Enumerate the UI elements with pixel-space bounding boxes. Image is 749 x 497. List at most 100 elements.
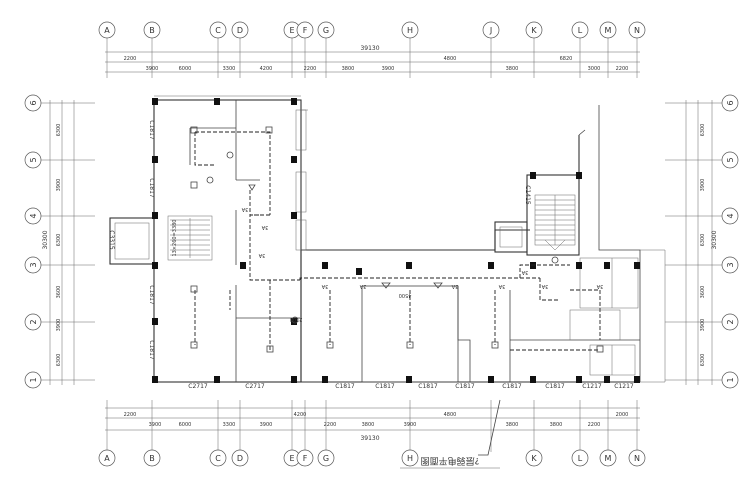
dim-bottom: 3800 (362, 422, 375, 428)
dim-left: 3900 (56, 179, 62, 192)
window-label: C1817 (335, 383, 355, 390)
device-label: 3A (241, 206, 248, 212)
grid-label: N (634, 454, 640, 463)
dim-top: 2200 (616, 66, 629, 72)
dim-top: 4800 (444, 56, 457, 62)
window-label: C2717 (188, 383, 208, 390)
dim-top: 6820 (560, 56, 573, 62)
outlet-icon (190, 126, 198, 134)
dim-total-bottom: 39130 (360, 435, 379, 442)
bottom-axis: 39130 2200 3900 6000 3300 3900 4200 2200… (98, 399, 646, 469)
grid-label: E (289, 454, 294, 463)
outlet-icon (266, 345, 274, 353)
grid-label: D (237, 454, 243, 463)
dim-top: 3800 (506, 66, 519, 72)
grid-label: 4 (29, 213, 38, 218)
device-label: 3A (521, 269, 528, 275)
dim-top: 3300 (223, 66, 236, 72)
grid-label: C (215, 26, 221, 35)
grid-bubble-top: A (98, 21, 116, 39)
right-axis: 30300 6300 3900 6300 3600 3900 6300 6 5 … (665, 94, 739, 389)
grid-label: J (489, 26, 492, 35)
dim-total-top: 39130 (360, 45, 379, 52)
grid-label: B (149, 26, 155, 35)
grid-label: 5 (726, 157, 735, 162)
dim-bottom: 3800 (506, 422, 519, 428)
dim-top: 3900 (382, 66, 395, 72)
grid-bubble-top: J (482, 21, 500, 39)
top-axis: A B C D E F G H J K L M N 39130 2200 390… (98, 21, 646, 78)
room-dim-label: 2100 (290, 316, 303, 322)
outlet-icon (190, 181, 198, 189)
dim-top: 4200 (260, 66, 273, 72)
dim-right-total: 30300 (711, 230, 718, 249)
grid-label: N (634, 26, 640, 35)
grid-bubble-bottom: E (283, 449, 301, 467)
device-label: 3A (541, 283, 548, 289)
device-label: 3A (498, 283, 505, 289)
grid-label: F (303, 454, 308, 463)
grid-bubble-left: 5 (24, 151, 42, 169)
grid-label: B (149, 454, 155, 463)
grid-bubble-right: 1 (721, 371, 739, 389)
dim-bottom: 3300 (223, 422, 236, 428)
speaker-icon (433, 282, 443, 289)
grid-bubble-right: 4 (721, 207, 739, 225)
dim-right: 6300 (700, 124, 706, 137)
window-label: C1817 (148, 178, 155, 198)
window-label: C2717 (245, 383, 265, 390)
grid-label: M (605, 454, 612, 463)
dim-bottom: 2200 (588, 422, 601, 428)
room-dim-label: 4500 (399, 292, 412, 298)
speaker-icon (381, 282, 391, 289)
grid-label: L (578, 454, 583, 463)
stair-right (534, 194, 576, 251)
grid-bubble-left: 2 (24, 313, 42, 331)
grid-bubble-left: 3 (24, 256, 42, 274)
columns (152, 98, 640, 383)
grid-bubble-top: K (525, 21, 543, 39)
grid-bubble-top: L (571, 21, 589, 39)
grid-label: G (323, 26, 329, 35)
dim-left: 3600 (56, 286, 62, 299)
window-label: C1217 (614, 383, 634, 390)
grid-bubble-left: 4 (24, 207, 42, 225)
grid-bubble-bottom: M (599, 449, 617, 467)
window-label: C1817 (455, 383, 475, 390)
device-label: 3A (359, 283, 366, 289)
camera-icon (291, 316, 299, 324)
building-outline: 13×260=3380 (109, 95, 666, 383)
dim-bottom: 6000 (179, 422, 192, 428)
grid-label: 6 (29, 100, 38, 105)
stair-label: 13×260=3380 (172, 219, 178, 256)
devices: 3A 3A 3A 3A 3A 3A 3A 3A 3A 3A 4500 2100 (190, 126, 604, 353)
dim-top: 2200 (124, 56, 137, 62)
grid-label: 4 (726, 213, 735, 218)
grid-label: D (237, 26, 243, 35)
grid-label: K (531, 454, 537, 463)
grid-bubble-top: M (599, 21, 617, 39)
grid-label: C (215, 454, 221, 463)
grid-label: H (407, 454, 413, 463)
dim-bottom: 3900 (149, 422, 162, 428)
grid-bubble-left: 6 (24, 94, 42, 112)
outlet-icon (190, 341, 198, 349)
dim-bottom: 2200 (124, 412, 137, 418)
grid-label: F (303, 26, 308, 35)
stair-left: 13×260=3380 (167, 215, 213, 261)
grid-label: 5 (29, 157, 38, 162)
outlet-icon (491, 341, 499, 349)
grid-bubble-right: 2 (721, 313, 739, 331)
device-label: 3A (258, 252, 265, 258)
grid-label: H (407, 26, 413, 35)
window-label: C1817 (502, 383, 522, 390)
dim-right: 3900 (700, 319, 706, 332)
grid-label: A (104, 26, 110, 35)
dim-right: 3900 (700, 179, 706, 192)
grid-bubble-bottom: H (401, 449, 419, 467)
grid-bubble-top: H (401, 21, 419, 39)
grid-label: 3 (726, 262, 735, 267)
window-label-left: C3315 (108, 230, 115, 250)
